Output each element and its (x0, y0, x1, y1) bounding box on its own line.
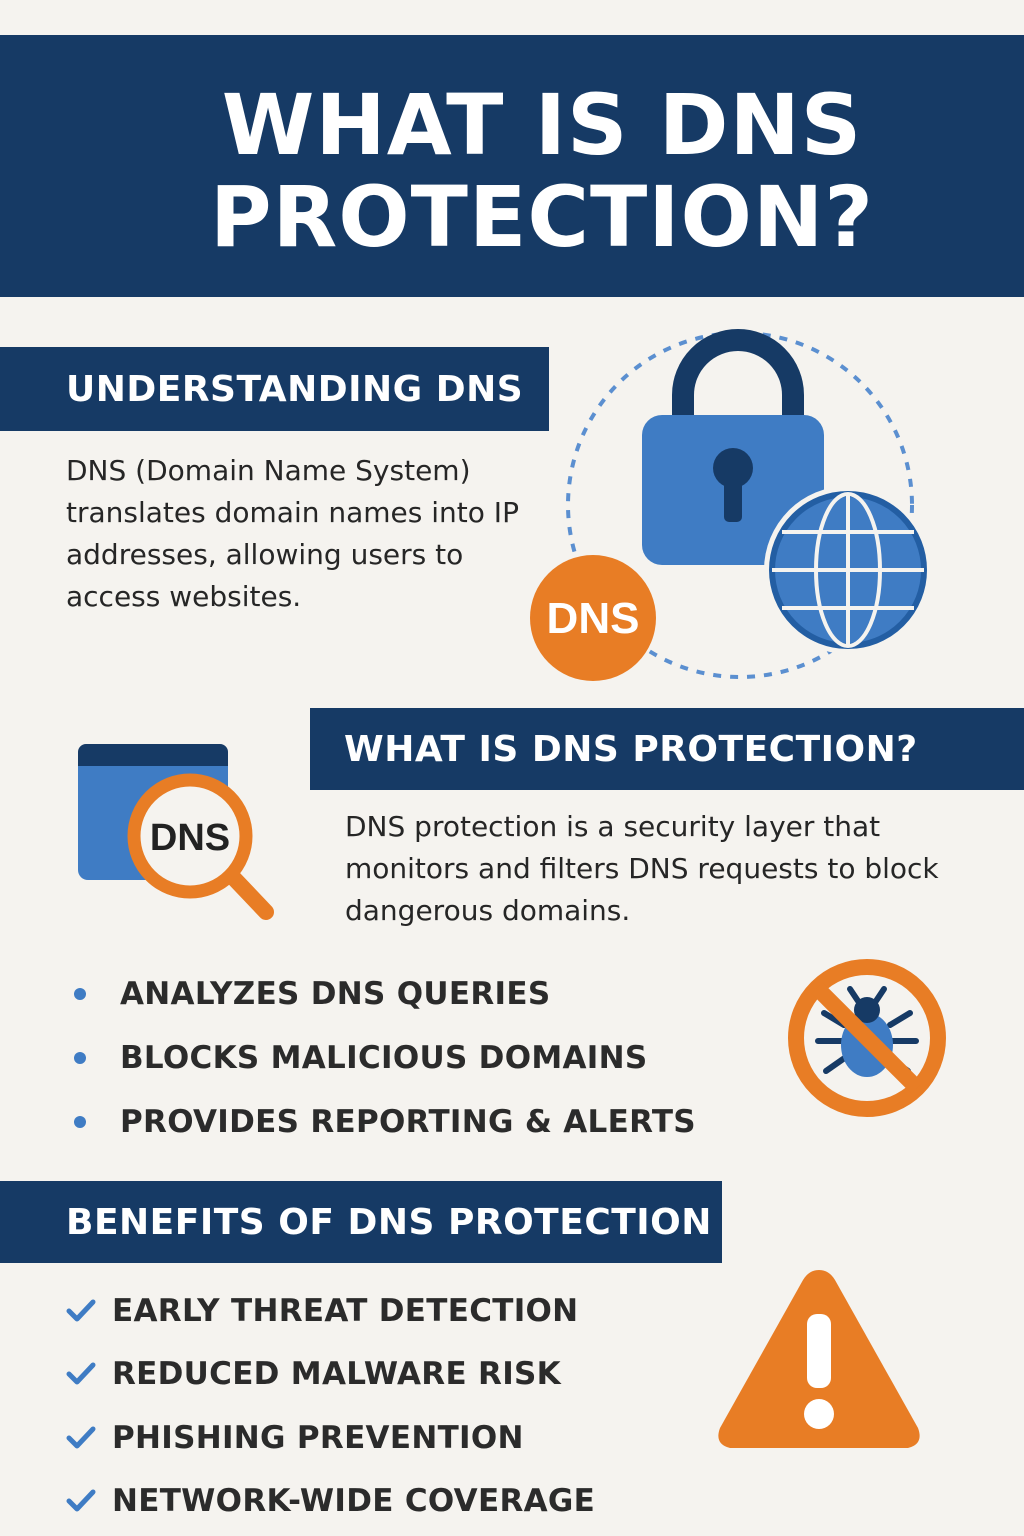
section-heading-text: WHAT IS DNS PROTECTION? (344, 728, 918, 770)
page-title: WHAT IS DNS PROTECTION? (210, 76, 874, 266)
check-icon (66, 1362, 96, 1385)
section-heading-text: BENEFITS OF DNS PROTECTION (66, 1201, 712, 1243)
check-icon (66, 1489, 96, 1512)
list-item: NETWORK-WIDE COVERAGE (66, 1470, 595, 1534)
section-heading-what-is-dns-protection: WHAT IS DNS PROTECTION? (310, 708, 1024, 790)
list-item: PHISHING PREVENTION (66, 1406, 595, 1470)
list-item: REDUCED MALWARE RISK (66, 1343, 595, 1407)
dns-security-illustration: DNS (530, 329, 932, 681)
dns-badge-text: DNS (547, 594, 640, 643)
bullet-dot-icon (74, 988, 86, 1000)
dns-badge-icon: DNS (530, 555, 656, 681)
dashed-orbit-icon (566, 331, 914, 679)
benefits-list: EARLY THREAT DETECTION REDUCED MALWARE R… (66, 1279, 595, 1533)
section-heading-text: UNDERSTANDING DNS (66, 368, 524, 410)
feature-list: ANALYZES DNS QUERIES BLOCKS MALICIOUS DO… (66, 962, 696, 1154)
list-item: PROVIDES REPORTING & ALERTS (66, 1090, 696, 1154)
bullet-dot-icon (74, 1116, 86, 1128)
magnifier-dns-text: DNS (150, 817, 230, 859)
padlock-icon (642, 329, 824, 565)
bullet-dot-icon (74, 1052, 86, 1064)
warning-icon (718, 1270, 920, 1448)
section-heading-understanding-dns: UNDERSTANDING DNS (0, 347, 549, 431)
dns-lookup-illustration: DNS (78, 744, 274, 920)
check-icon (66, 1426, 96, 1449)
list-item: EARLY THREAT DETECTION (66, 1279, 595, 1343)
title-banner: WHAT IS DNS PROTECTION? (0, 35, 1024, 297)
no-bug-icon (788, 959, 946, 1117)
list-item: ANALYZES DNS QUERIES (66, 962, 696, 1026)
globe-icon (764, 486, 932, 654)
check-icon (66, 1299, 96, 1322)
magnifier-icon: DNS (127, 773, 274, 920)
list-item: BLOCKS MALICIOUS DOMAINS (66, 1026, 696, 1090)
dns-protection-paragraph: DNS protection is a security layer that … (345, 810, 939, 927)
section-heading-benefits: BENEFITS OF DNS PROTECTION (0, 1181, 722, 1263)
understanding-dns-paragraph: DNS (Domain Name System) translates doma… (66, 454, 519, 613)
